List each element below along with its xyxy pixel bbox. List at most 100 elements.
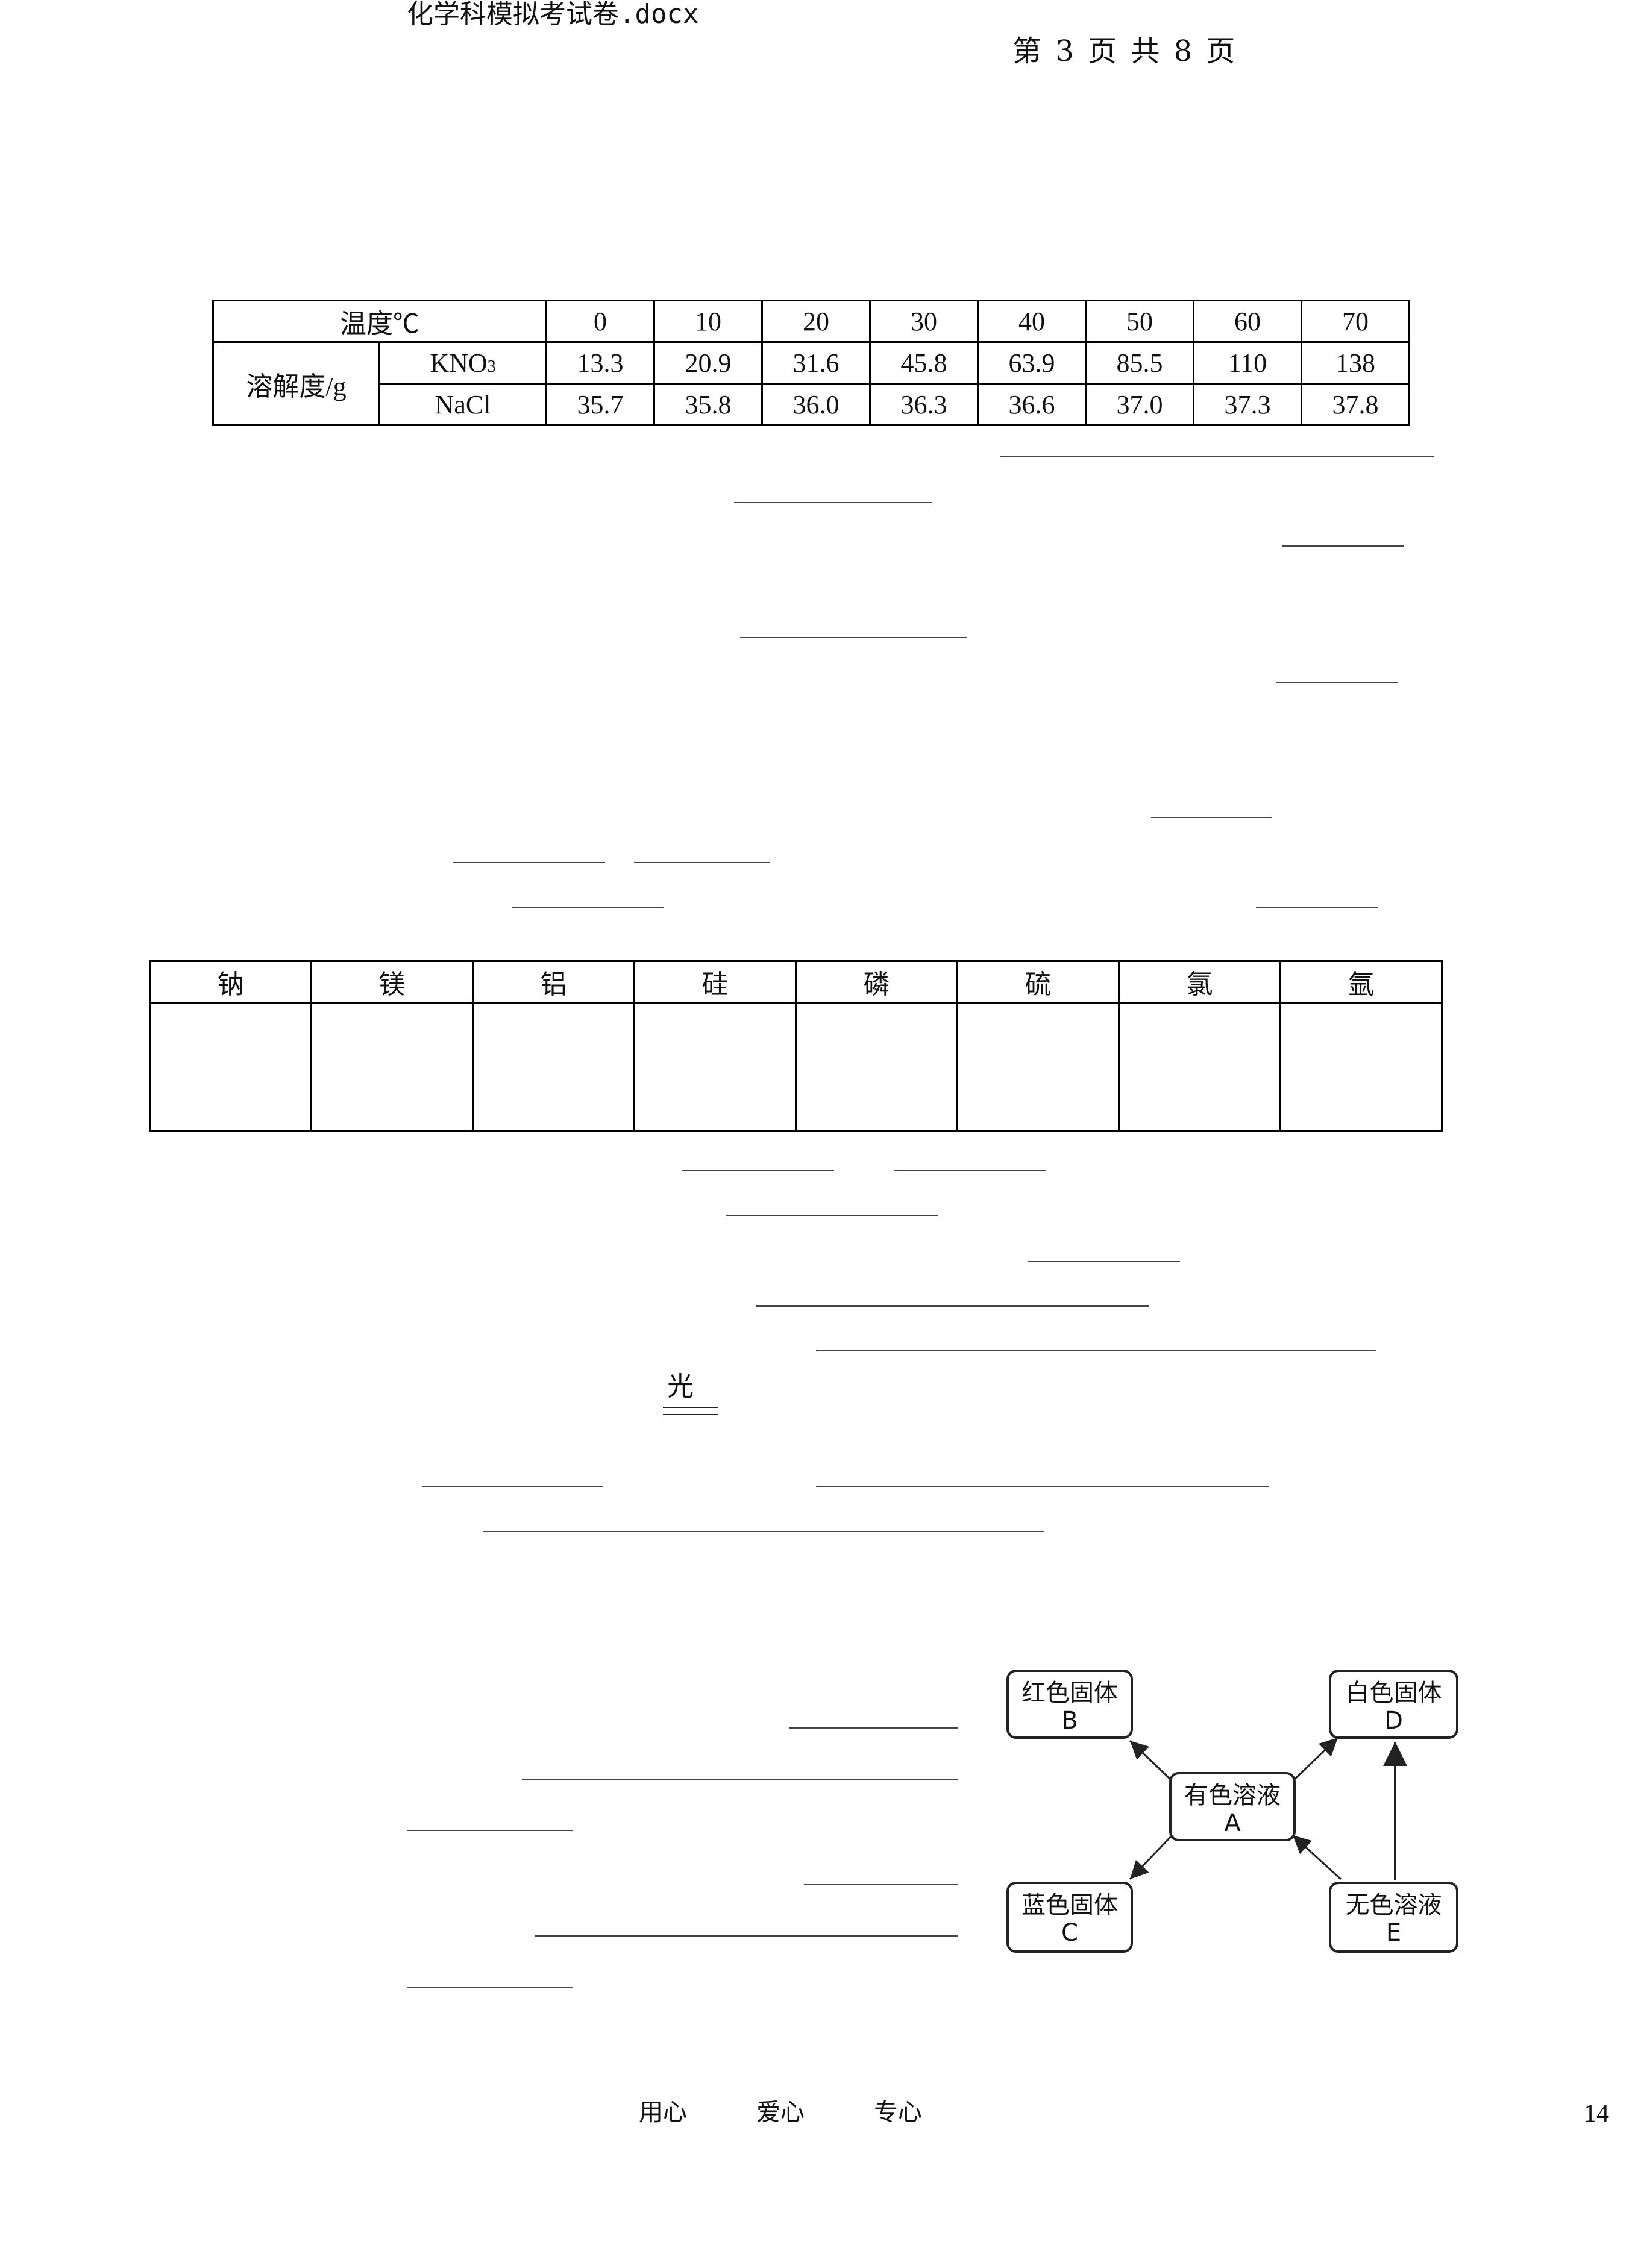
nacl-value: 36.0 — [761, 383, 871, 426]
node-e-label: 无色溶液 — [1345, 1891, 1442, 1919]
temp-cell: 10 — [653, 300, 763, 343]
element-header: 镁 — [310, 960, 474, 1004]
kno3-label: KNO3 — [378, 341, 547, 385]
element-answer-cell[interactable] — [633, 1002, 797, 1132]
kno3-value: 13.3 — [545, 341, 655, 385]
node-a-letter: A — [1224, 1809, 1241, 1837]
answer-blank[interactable] — [816, 1350, 1376, 1351]
nacl-value: 37.8 — [1301, 383, 1410, 426]
document-filename: 化学科模拟考试卷.docx — [407, 0, 699, 30]
diagram-arrows — [1129, 1736, 1407, 1880]
answer-blank[interactable] — [734, 502, 932, 503]
reaction-diagram: 红色固体 B 白色固体 D 有色溶液 A 蓝色固体 C 无色溶液 E — [988, 1651, 1483, 1965]
node-b-red-solid: 红色固体 B — [1006, 1670, 1133, 1739]
element-table: 钠 镁 铝 硅 磷 硫 氯 氩 — [149, 960, 1443, 1132]
element-answer-cell[interactable] — [149, 1002, 312, 1132]
answer-blank[interactable] — [894, 1170, 1046, 1171]
node-d-label: 白色固体 — [1345, 1679, 1442, 1707]
kno3-value: 20.9 — [653, 341, 763, 385]
arrow-a-to-b — [1129, 1739, 1173, 1782]
answer-blank[interactable] — [483, 1531, 1044, 1532]
element-answer-cell[interactable] — [795, 1002, 958, 1132]
element-header: 硫 — [956, 960, 1120, 1004]
element-header: 氯 — [1118, 960, 1281, 1004]
node-d-white-solid: 白色固体 D — [1329, 1670, 1458, 1739]
element-header: 氩 — [1279, 960, 1443, 1004]
element-header: 硅 — [633, 960, 797, 1004]
answer-blank[interactable] — [789, 1727, 958, 1729]
temp-cell: 30 — [869, 300, 979, 343]
answer-blank[interactable] — [1028, 1261, 1180, 1262]
temp-cell: 60 — [1193, 300, 1302, 343]
temperature-header: 温度℃ — [212, 300, 547, 343]
node-b-label: 红色固体 — [1021, 1679, 1118, 1707]
node-c-label: 蓝色固体 — [1021, 1891, 1118, 1919]
element-header: 磷 — [795, 960, 958, 1004]
temp-cell: 70 — [1301, 300, 1410, 343]
answer-blank[interactable] — [453, 862, 605, 863]
answer-blank[interactable] — [634, 862, 770, 863]
answer-blank[interactable] — [522, 1779, 958, 1780]
arrow-a-to-c — [1129, 1834, 1173, 1880]
footer-motto-2: 爱心 — [756, 2099, 805, 2126]
reaction-double-line — [663, 1407, 718, 1415]
answer-blank[interactable] — [422, 1486, 603, 1487]
kno3-value: 63.9 — [977, 341, 1087, 385]
answer-blank[interactable] — [407, 1830, 573, 1831]
footer-motto-1: 用心 — [639, 2099, 687, 2126]
footer-motto-3: 专心 — [874, 2099, 922, 2126]
nacl-value: 37.0 — [1085, 383, 1194, 426]
nacl-value: 37.3 — [1193, 383, 1302, 426]
answer-blank[interactable] — [1256, 907, 1378, 908]
node-b-letter: B — [1061, 1707, 1078, 1735]
temp-cell: 0 — [545, 300, 655, 343]
element-answer-cell[interactable] — [1279, 1002, 1443, 1132]
kno3-value: 45.8 — [869, 341, 979, 385]
page-indicator: 第 3 页 共 8 页 — [1012, 34, 1238, 68]
reaction-condition-light: 光 — [667, 1371, 694, 1402]
answer-blank[interactable] — [1282, 545, 1404, 547]
node-c-blue-solid: 蓝色固体 C — [1006, 1882, 1133, 1953]
answer-blank[interactable] — [1000, 456, 1434, 457]
kno3-value: 138 — [1301, 341, 1410, 385]
arrow-a-to-d — [1291, 1736, 1339, 1782]
nacl-value: 36.3 — [869, 383, 979, 426]
kno3-formula: KNO — [430, 348, 488, 378]
node-a-colored-solution: 有色溶液 A — [1169, 1772, 1296, 1841]
answer-blank[interactable] — [1151, 817, 1272, 818]
answer-blank[interactable] — [682, 1170, 834, 1171]
nacl-label: NaCl — [378, 383, 547, 426]
node-d-letter: D — [1384, 1707, 1403, 1735]
node-e-colorless-solution: 无色溶液 E — [1329, 1882, 1458, 1953]
element-answer-cell[interactable] — [1118, 1002, 1281, 1132]
answer-blank[interactable] — [740, 637, 967, 638]
kno3-subscript: 3 — [487, 357, 496, 376]
nacl-value: 36.6 — [977, 383, 1087, 426]
element-answer-cell[interactable] — [472, 1002, 635, 1132]
solubility-row-label: 溶解度/g — [212, 341, 380, 426]
arrow-e-to-a — [1291, 1834, 1342, 1880]
answer-blank[interactable] — [726, 1215, 938, 1216]
node-c-letter: C — [1061, 1919, 1078, 1947]
node-a-label: 有色溶液 — [1184, 1782, 1281, 1809]
element-answer-cell[interactable] — [956, 1002, 1120, 1132]
solubility-table: 温度℃ 0 10 20 30 40 50 60 70 溶解度/g KNO3 13… — [212, 300, 1410, 426]
kno3-value: 31.6 — [761, 341, 871, 385]
kno3-value: 85.5 — [1085, 341, 1194, 385]
footer-page-number: 14 — [1584, 2100, 1609, 2128]
answer-blank[interactable] — [407, 1987, 573, 1988]
element-answer-cell[interactable] — [310, 1002, 474, 1132]
answer-blank[interactable] — [1276, 682, 1398, 683]
answer-blank[interactable] — [756, 1305, 1149, 1307]
temp-cell: 20 — [761, 300, 871, 343]
answer-blank[interactable] — [535, 1935, 958, 1937]
element-header: 铝 — [472, 960, 635, 1004]
nacl-value: 35.8 — [653, 383, 763, 426]
temp-cell: 50 — [1085, 300, 1194, 343]
answer-blank[interactable] — [816, 1486, 1269, 1487]
answer-blank[interactable] — [804, 1884, 958, 1885]
node-e-letter: E — [1386, 1919, 1402, 1947]
nacl-value: 35.7 — [545, 383, 655, 426]
answer-blank[interactable] — [512, 907, 664, 908]
kno3-value: 110 — [1193, 341, 1302, 385]
